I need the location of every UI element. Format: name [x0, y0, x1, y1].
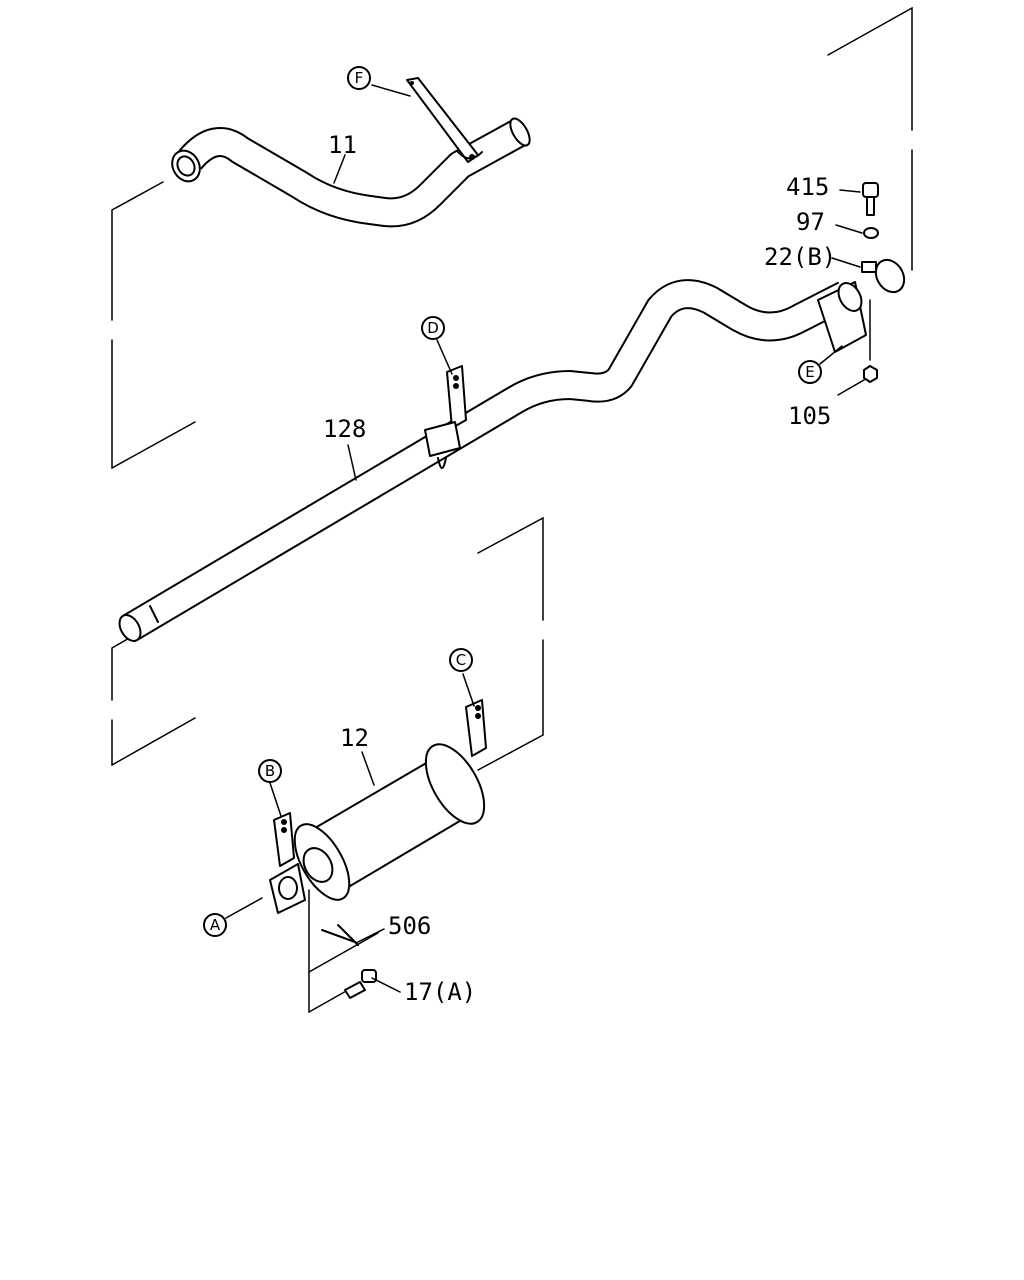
- callout-12: 12: [340, 724, 369, 752]
- pipe-11: [171, 77, 531, 228]
- callout-128: 128: [323, 415, 366, 443]
- ref-circle-c: C: [449, 648, 473, 672]
- pipe-128: [118, 279, 867, 642]
- callout-17a: 17(A): [404, 978, 476, 1006]
- ref-label-c: C: [456, 651, 466, 669]
- ref-label-e: E: [805, 363, 814, 381]
- ref-circle-d: D: [421, 316, 445, 340]
- ref-circle-f: F: [347, 66, 371, 90]
- ref-circle-a: A: [203, 913, 227, 937]
- ref-circle-b: B: [258, 759, 282, 783]
- fasteners: [321, 182, 906, 999]
- callout-97: 97: [796, 208, 825, 236]
- frame-lines: [111, 6, 913, 1013]
- ref-circle-e: E: [798, 360, 822, 384]
- muffler-12: [269, 699, 487, 914]
- callout-22b: 22(B): [764, 243, 836, 271]
- ref-label-a: A: [210, 916, 221, 934]
- leader-lines: [225, 84, 865, 993]
- callout-105: 105: [788, 402, 831, 430]
- ref-label-b: B: [265, 762, 275, 780]
- ref-label-d: D: [427, 319, 439, 337]
- callout-415: 415: [786, 173, 829, 201]
- callout-11: 11: [328, 131, 357, 159]
- ref-label-f: F: [355, 69, 364, 87]
- callout-506: 506: [388, 912, 431, 940]
